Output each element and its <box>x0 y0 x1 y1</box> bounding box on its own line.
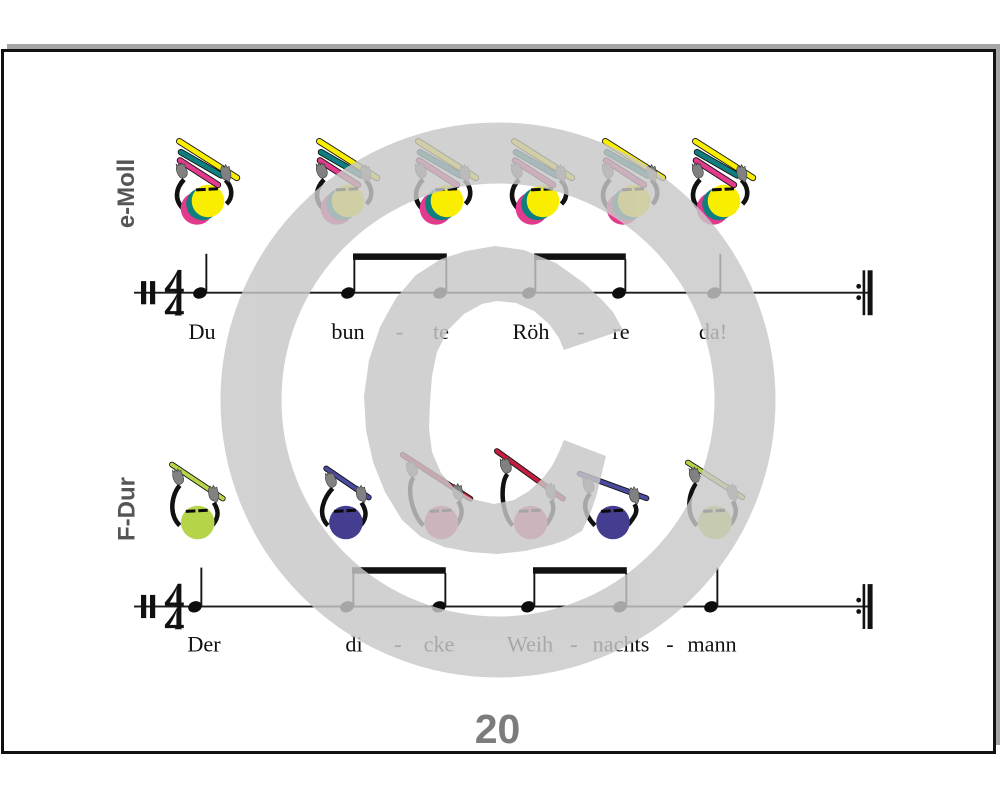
svg-text:Röh: Röh <box>513 319 550 344</box>
svg-text:bun: bun <box>331 319 364 344</box>
svg-text:e-Moll: e-Moll <box>113 159 140 228</box>
svg-text:F-Dur: F-Dur <box>114 477 141 541</box>
svg-text:Der: Der <box>187 632 221 657</box>
svg-text:20: 20 <box>475 706 521 752</box>
svg-text:mann: mann <box>687 632 736 657</box>
svg-text:Du: Du <box>188 319 215 344</box>
svg-text:-: - <box>666 632 673 657</box>
